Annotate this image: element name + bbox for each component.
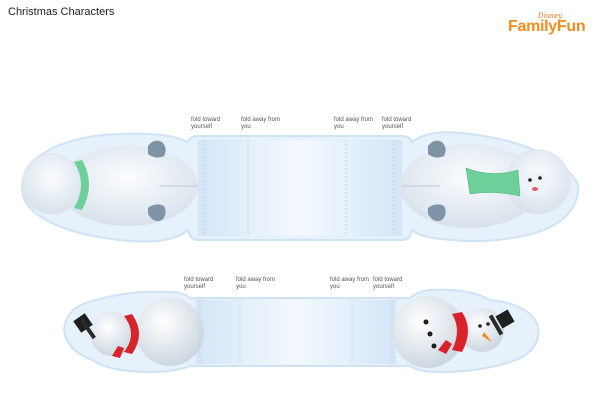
yeti-left-paw-bottom: [148, 204, 166, 222]
yeti-fold-label-1: fold toward yourself: [191, 117, 221, 130]
yeti-fold-label-4: fold toward yourself: [382, 117, 412, 130]
yeti-right-eye-2: [538, 176, 542, 180]
snowman-fold-label-3: fold away from you: [330, 277, 370, 290]
snowman-left-bottom: [136, 298, 204, 366]
snowman-strip: [62, 288, 540, 374]
snowman-right-scarf: [452, 312, 468, 352]
snowman-right-eye: [478, 324, 482, 328]
yeti-right-paw-bottom: [428, 204, 446, 222]
yeti-left-paw-top: [148, 140, 166, 158]
page-title: Christmas Characters: [8, 6, 115, 18]
snowman-fold-label-4: fold toward yourself: [373, 277, 403, 290]
yeti-right-face: [522, 172, 550, 196]
snowman-right-bottom: [392, 296, 464, 368]
yeti-left-scarf: [74, 160, 89, 210]
yeti-right-eye: [528, 178, 532, 182]
brand-disney: Disney: [538, 12, 563, 20]
brand-logo: Disney FamilyFun: [508, 12, 594, 40]
snowman-left-scarf-end: [112, 346, 124, 358]
yeti-right-paw-top: [428, 140, 446, 158]
snowman-right-nose: [482, 332, 492, 342]
yeti-left: [21, 140, 198, 226]
yeti-fold-strip: [198, 140, 402, 236]
snowman-right-hat-brim: [488, 314, 504, 336]
yeti-left-head: [21, 153, 83, 215]
snowman-right-button: [423, 319, 429, 325]
snowman-right-hat: [495, 309, 515, 329]
snowman-fold-label-2: fold away from you: [236, 277, 276, 290]
snowman-right-button-2: [427, 331, 433, 337]
brand-name: FamilyFun: [508, 18, 586, 35]
yeti-right-scarf: [465, 167, 521, 197]
yeti-right: [400, 140, 571, 228]
snowman-left: [73, 298, 204, 366]
snowman-fold-strip: [196, 300, 396, 364]
yeti-right-mouth: [532, 187, 538, 191]
yeti-strip: [21, 131, 580, 243]
snowman-left-scarf: [124, 314, 139, 354]
snowman-fold-label-1: fold toward yourself: [184, 277, 214, 290]
snowman-right: [392, 296, 515, 368]
snowman-right-scarf-end: [438, 340, 452, 354]
yeti-fold-label-3: fold away from you: [334, 117, 374, 130]
snowman-right-eye-2: [486, 322, 490, 326]
snowman-left-hat-brim: [80, 318, 96, 340]
snowman-left-top: [90, 312, 134, 356]
yeti-fold-label-2: fold away from you: [241, 117, 281, 130]
snowman-right-button-3: [431, 343, 437, 349]
